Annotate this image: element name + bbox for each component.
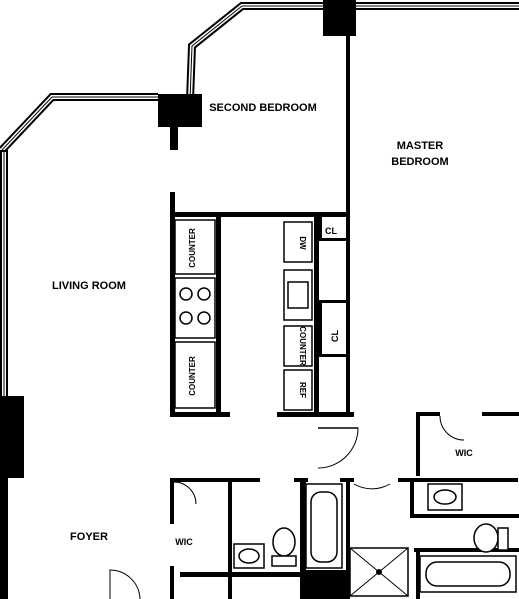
counter-top-block bbox=[174, 219, 216, 275]
foyer-label: FOYER bbox=[70, 531, 108, 543]
toilet-icon bbox=[473, 523, 499, 553]
sink-basin-icon bbox=[287, 281, 309, 309]
toilet-icon bbox=[272, 527, 296, 557]
closet-side-label: CL bbox=[330, 330, 340, 342]
master-bedroom-label-line1: MASTER bbox=[397, 140, 444, 152]
counter-bottom-label: COUNTER bbox=[188, 356, 197, 396]
counter-bottom-block bbox=[174, 341, 216, 409]
master-bedroom-label-line2: BEDROOM bbox=[391, 156, 448, 168]
dishwasher-label: DW bbox=[298, 236, 307, 250]
burner-icon bbox=[197, 311, 211, 325]
burner-icon bbox=[179, 311, 193, 325]
master-wic-label: WIC bbox=[455, 448, 473, 458]
burner-icon bbox=[179, 287, 193, 301]
second-bedroom-label: SECOND BEDROOM bbox=[209, 102, 317, 114]
kitchen bbox=[174, 219, 313, 411]
refrigerator bbox=[283, 369, 313, 411]
structural-columns bbox=[0, 0, 356, 478]
closet-top-label: CL bbox=[325, 226, 337, 236]
foyer-wic-label: WIC bbox=[175, 537, 193, 547]
exterior-windows bbox=[0, 1, 519, 398]
dishwasher bbox=[283, 221, 313, 263]
refrigerator-label: REF bbox=[298, 382, 307, 398]
living-room-label: LIVING ROOM bbox=[52, 280, 126, 292]
door-swings bbox=[109, 415, 465, 599]
counter-top-label: COUNTER bbox=[188, 228, 197, 268]
burner-icon bbox=[197, 287, 211, 301]
stove bbox=[174, 277, 216, 339]
counter-right-block bbox=[283, 325, 313, 367]
bath-fixtures bbox=[233, 483, 517, 597]
counter-right-label: COUNTER bbox=[298, 326, 307, 366]
interior-walls bbox=[0, 30, 519, 599]
